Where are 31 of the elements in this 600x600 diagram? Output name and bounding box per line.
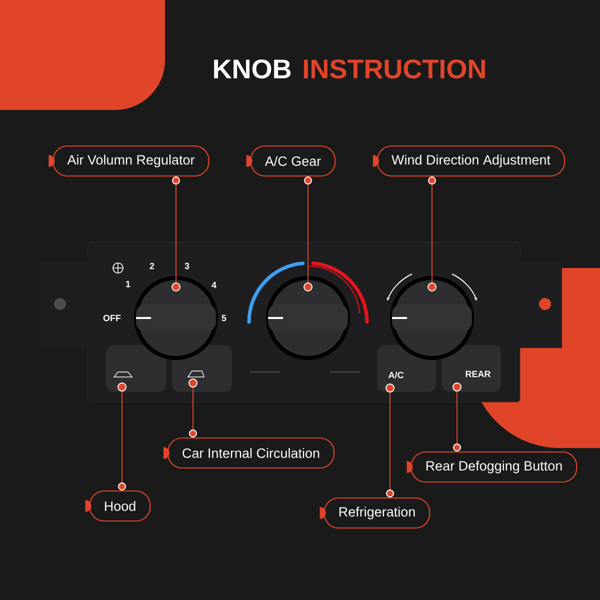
callout-box: Wind Direction Adjustment (372, 145, 566, 177)
panel-label: REAR (466, 370, 491, 378)
panel-label: 1 (126, 280, 130, 288)
anchor-dot (428, 282, 436, 292)
leader-line (172, 176, 180, 283)
title: INSTRUCTION (304, 59, 485, 79)
panel-label: 4 (212, 282, 216, 288)
panel-label: OFF (103, 314, 121, 322)
anchor-dot (118, 382, 126, 392)
callout-box: Air Volumn Regulator (48, 145, 210, 177)
leader-line (118, 391, 126, 490)
callout-box: A/C Gear (246, 145, 336, 177)
leader-line (189, 387, 197, 438)
callout-box: Car Internal Circulation (163, 437, 335, 469)
title: KNOB (214, 59, 291, 79)
anchor-dot (452, 382, 462, 392)
panel-label: 3 (184, 262, 190, 270)
panel-label: A/C (388, 372, 404, 378)
panel-label: 5 (222, 314, 226, 322)
panel-label: 2 (150, 262, 154, 270)
callout-box: Refrigeration (320, 497, 430, 529)
leader-line (453, 391, 461, 452)
leader-line (304, 176, 312, 283)
leader-line (428, 176, 436, 283)
anchor-dot (188, 378, 198, 388)
anchor-dot (172, 282, 180, 292)
anchor-dot (386, 384, 394, 392)
callout-box: Hood (85, 490, 151, 522)
callout-box: Rear Defogging Button (406, 451, 578, 483)
leader-line (386, 392, 394, 498)
anchor-dot (304, 282, 312, 292)
